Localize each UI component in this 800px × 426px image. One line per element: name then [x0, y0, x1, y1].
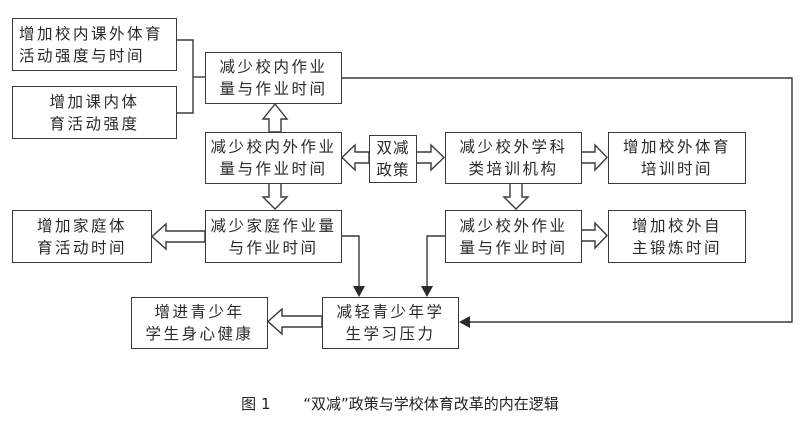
node-line: 双减 — [376, 139, 410, 157]
node-increase-offcampus-pe-training: 增加校外体育 培训时间 — [608, 132, 746, 184]
node-line: 主锻炼时间 — [631, 238, 722, 257]
edge-offcampus-homework-to-pressure — [426, 235, 445, 286]
node-reduce-family-homework: 减少家庭作业量 与作业时间 — [205, 210, 342, 263]
edge-family-homework-to-family-pe — [150, 222, 206, 251]
node-line: 活动强度与时间 — [19, 46, 146, 65]
node-reduce-all-homework: 减少校内外作业 量与作业时间 — [205, 132, 342, 184]
node-reduce-school-homework: 减少校内作业 量与作业时间 — [205, 52, 342, 104]
node-promote-health: 增进青少年 学生身心健康 — [131, 297, 268, 349]
node-line: 学生身心健康 — [145, 325, 254, 343]
node-line: 增加校内课外体育 — [19, 24, 164, 43]
arrowhead-loop-to-pressure — [459, 316, 470, 328]
node-line: 类培训机构 — [468, 160, 559, 178]
node-line: 量与作业时间 — [459, 238, 568, 257]
node-line: 与作业时间 — [228, 238, 319, 257]
node-line: 政策 — [376, 161, 410, 179]
edge-pressure-to-health — [266, 307, 323, 336]
node-double-reduction-policy: 双减 政策 — [369, 135, 417, 183]
node-line: 增加课内体 — [49, 92, 140, 111]
node-increase-school-extracurricular: 增加校内课外体育 活动强度与时间 — [12, 18, 177, 71]
node-line: 增加家庭体 — [36, 216, 127, 235]
node-line: 减轻青少年学 — [336, 303, 445, 321]
arrowhead-offcampus-to-pressure — [421, 286, 433, 297]
edge-tutoring-to-pe-training — [580, 143, 608, 172]
node-line: 培训时间 — [640, 160, 713, 178]
figure-number: 图 1 — [241, 395, 271, 413]
edge-tutoring-to-offcampus-homework — [502, 182, 530, 210]
node-line: 量与作业时间 — [219, 80, 328, 98]
node-line: 减少校外作业 — [459, 216, 568, 235]
figure-title: “双减”政策与学校体育改革的内在逻辑 — [303, 395, 559, 413]
edge-policy-to-all-homework — [340, 143, 370, 172]
node-line: 生学习压力 — [345, 325, 436, 343]
edge-all-homework-to-family-homework — [261, 182, 289, 210]
node-line: 量与作业时间 — [219, 160, 328, 178]
edge-school-homework-loop-to-pressure — [341, 77, 793, 323]
node-line: 增加校外体育 — [622, 138, 731, 156]
edge-offcampus-homework-to-self-exercise — [580, 221, 608, 250]
node-line: 增进青少年 — [154, 303, 245, 321]
node-line: 育活动时间 — [36, 238, 127, 257]
arrowhead-family-to-pressure — [353, 286, 365, 297]
node-reduce-tutoring-institutions: 减少校外学科 类培训机构 — [445, 132, 582, 184]
node-increase-self-exercise: 增加校外自 主锻炼时间 — [608, 210, 746, 263]
node-line: 减少校内作业 — [219, 58, 328, 76]
node-line: 育活动强度 — [49, 114, 140, 133]
node-reduce-study-pressure: 减轻青少年学 生学习压力 — [322, 297, 459, 349]
bracket-school-homework — [176, 39, 194, 114]
node-line: 减少校内外作业 — [210, 138, 337, 156]
figure-caption: 图 1 “双减”政策与学校体育改革的内在逻辑 — [0, 393, 800, 414]
edge-all-homework-to-school-homework — [261, 102, 289, 133]
node-line: 增加校外自 — [631, 216, 722, 235]
node-increase-family-pe: 增加家庭体 育活动时间 — [12, 210, 152, 263]
edge-policy-to-tutoring — [415, 143, 446, 172]
node-line: 减少校外学科 — [459, 138, 568, 156]
node-line: 减少家庭作业量 — [210, 216, 337, 235]
node-reduce-offcampus-homework: 减少校外作业 量与作业时间 — [445, 210, 582, 263]
edge-family-homework-to-pressure — [341, 235, 360, 286]
node-increase-class-pe: 增加课内体 育活动强度 — [12, 86, 177, 139]
